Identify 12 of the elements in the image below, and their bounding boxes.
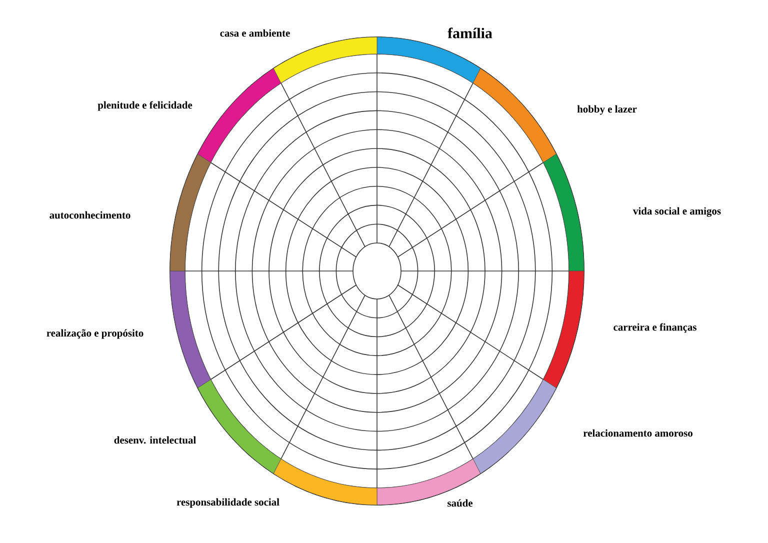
segment-label: autoconhecimento (50, 211, 130, 219)
segment-label: responsabilidade social (176, 498, 280, 508)
segment-label: realização e propósito (46, 329, 144, 339)
segment-label: família (448, 28, 492, 38)
segment-label: desenv. intelectual (114, 436, 196, 444)
segment-label: vida social e amigos (632, 207, 721, 217)
segment-label: carreira e finanças (614, 323, 696, 333)
segment-label: casa e ambiente (220, 29, 290, 37)
segment-label: relacionamento amoroso (583, 429, 692, 437)
segment-label: hobby e lazer (577, 105, 637, 115)
segment-label: plenitude e felicidade (98, 101, 192, 111)
segment-label: saúde (448, 499, 473, 507)
